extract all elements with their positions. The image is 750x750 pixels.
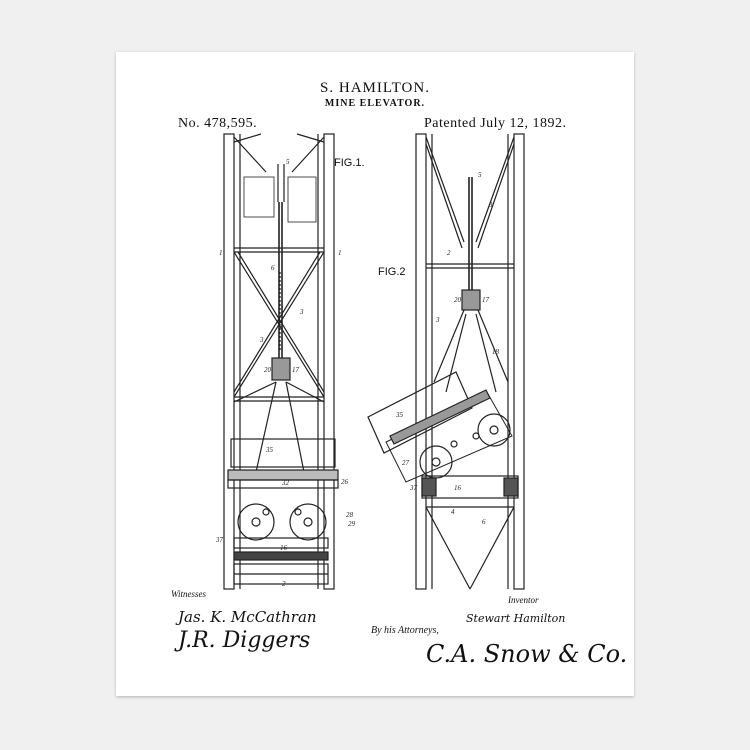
svg-text:37: 37	[215, 536, 224, 544]
svg-text:16: 16	[280, 544, 288, 552]
inventor-label: Inventor	[508, 595, 539, 605]
svg-text:27: 27	[402, 459, 410, 467]
svg-text:4: 4	[451, 508, 455, 516]
svg-text:17: 17	[292, 366, 300, 374]
witness-signature-2: J.R. Diggers	[178, 628, 310, 653]
svg-text:35: 35	[395, 411, 404, 419]
svg-text:18: 18	[492, 348, 500, 356]
svg-text:20: 20	[454, 296, 462, 304]
inventor-signature: Stewart Hamilton	[466, 612, 565, 625]
attorneys-label: By his Attorneys,	[371, 625, 439, 636]
svg-text:16: 16	[454, 484, 462, 492]
fig1-label: FIG.1.	[334, 157, 365, 169]
svg-text:6: 6	[271, 264, 275, 272]
patent-poster: 5 1 1 6 3 3 20 17 35 32 26 28 29 37 16 2	[116, 52, 634, 696]
svg-text:26: 26	[341, 478, 349, 486]
svg-text:32: 32	[281, 479, 290, 487]
svg-text:1: 1	[219, 249, 223, 257]
svg-text:2: 2	[447, 249, 451, 257]
svg-text:6: 6	[482, 518, 486, 526]
svg-text:2: 2	[282, 580, 286, 588]
svg-text:1: 1	[338, 249, 342, 257]
inventor-header: S. HAMILTON.	[116, 80, 634, 97]
fig2-drawing: 5 3 2 20 17 3 18 35 27 37 16 4 6	[368, 134, 524, 589]
svg-text:37: 37	[409, 484, 418, 492]
patent-title: MINE ELEVATOR.	[116, 98, 634, 109]
fig1-drawing: 5 1 1 6 3 3 20 17 35 32 26 28 29 37 16 2	[215, 134, 356, 589]
svg-text:3: 3	[299, 308, 304, 316]
patent-number: No. 478,595.	[178, 116, 257, 132]
fig2-label: FIG.2	[378, 266, 406, 278]
svg-text:5: 5	[478, 171, 482, 179]
svg-text:17: 17	[482, 296, 490, 304]
witness-signature-1: Jas. K. McCathran	[178, 608, 317, 626]
patent-date: Patented July 12, 1892.	[424, 116, 567, 132]
attorney-signature: C.A. Snow & Co.	[426, 640, 627, 668]
svg-text:28: 28	[346, 511, 354, 519]
svg-text:20: 20	[264, 366, 272, 374]
svg-text:3: 3	[435, 316, 440, 324]
patent-drawing: 5 1 1 6 3 3 20 17 35 32 26 28 29 37 16 2	[116, 52, 634, 696]
svg-text:29: 29	[348, 520, 356, 528]
svg-text:3: 3	[259, 336, 264, 344]
svg-text:35: 35	[265, 446, 274, 454]
witnesses-label: Witnesses	[171, 589, 206, 599]
svg-text:5: 5	[286, 158, 290, 166]
svg-text:3: 3	[488, 201, 493, 209]
